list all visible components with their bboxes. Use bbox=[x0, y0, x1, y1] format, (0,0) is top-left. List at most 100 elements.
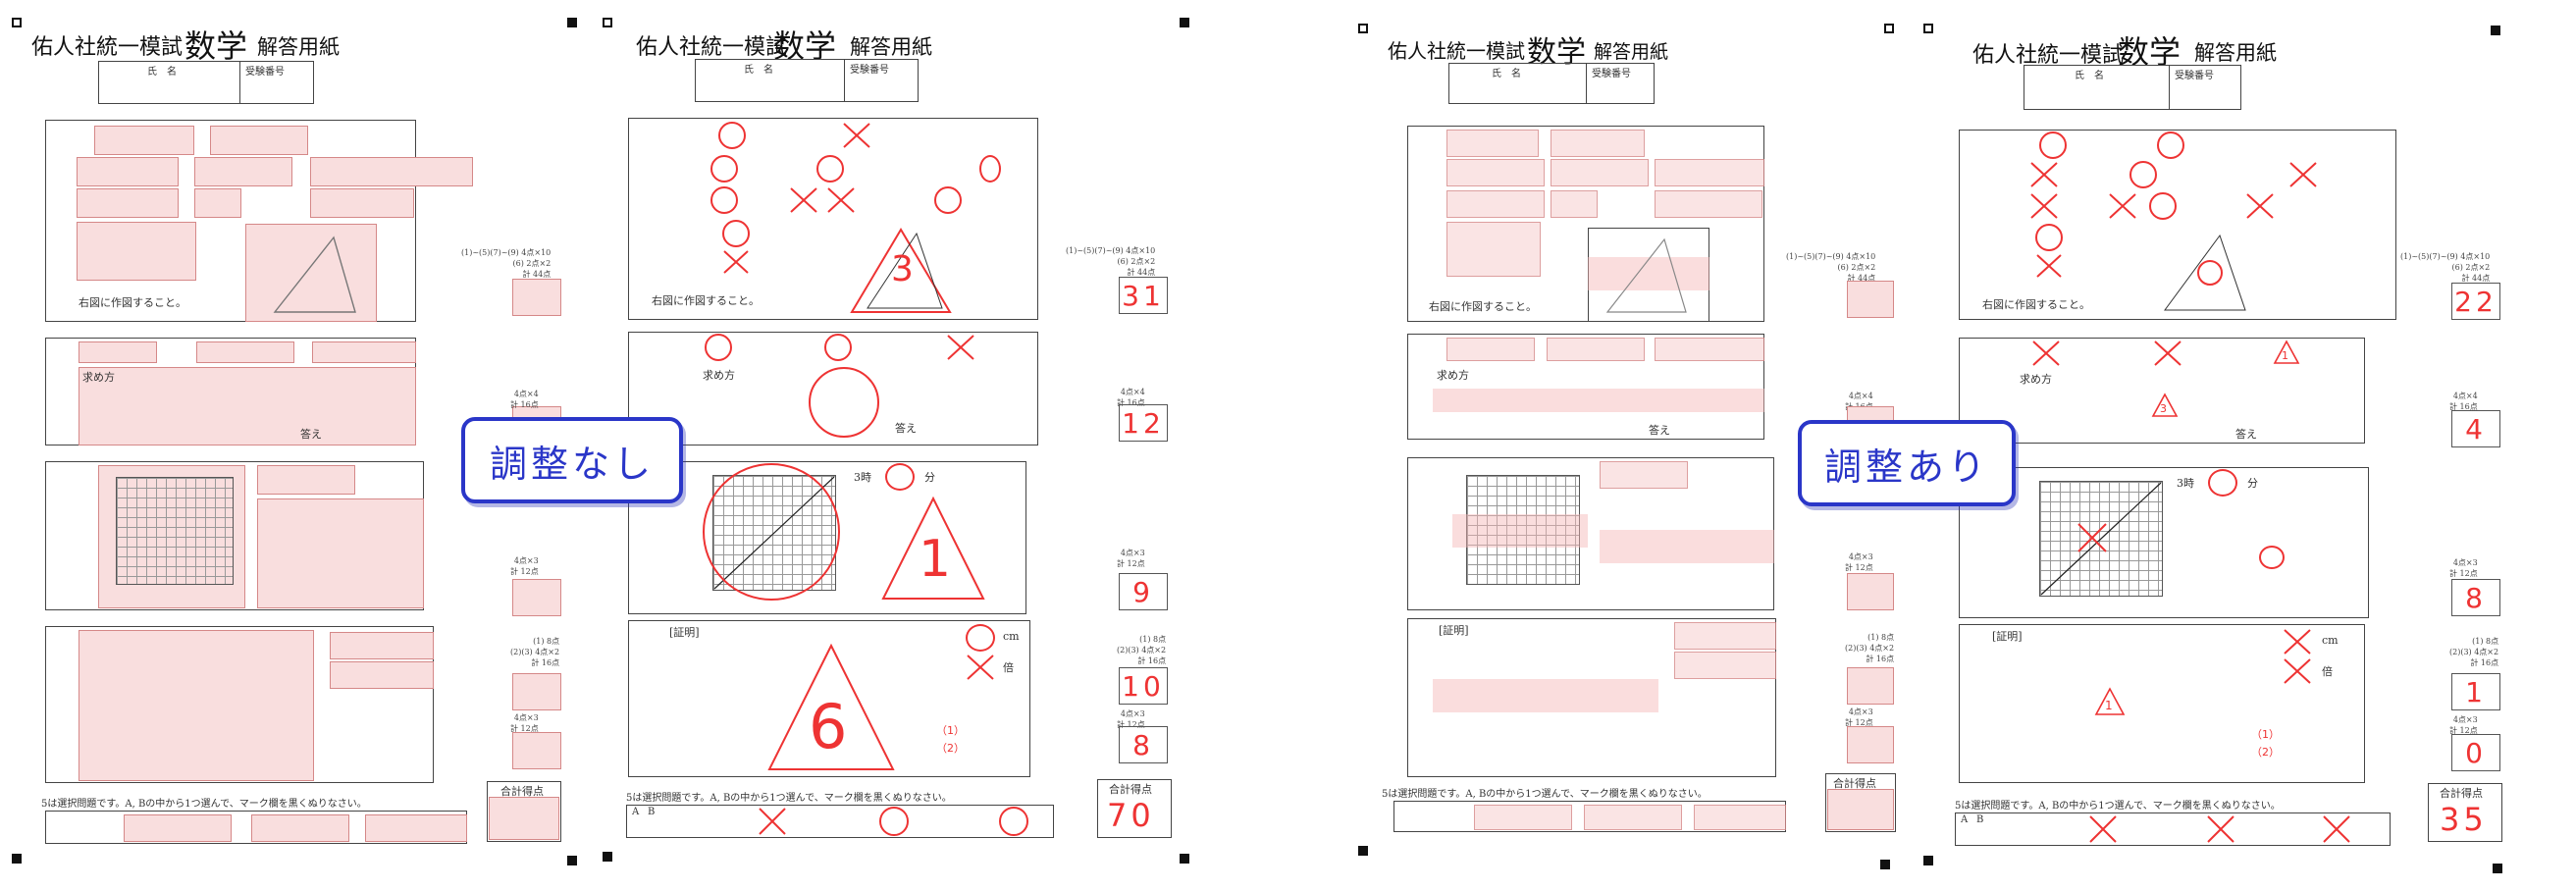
sheet-title: 解答用紙 bbox=[1594, 41, 1669, 63]
choice-a-label[interactable]: A bbox=[632, 807, 640, 817]
q5-score: 8 bbox=[1119, 726, 1168, 763]
choice-a-label[interactable]: A bbox=[1961, 814, 1969, 825]
total-label: 合計得点 bbox=[2440, 787, 2483, 800]
subject-title: 数学 bbox=[184, 27, 248, 65]
q5-frame bbox=[1955, 812, 2391, 846]
total-box bbox=[1825, 773, 1896, 832]
total-score: 35 bbox=[2440, 801, 2488, 838]
q5-region bbox=[1474, 805, 1572, 830]
q3-triangle-score: 1 bbox=[919, 530, 952, 589]
q3-time-label: 3時 bbox=[2177, 477, 2194, 490]
q5-region bbox=[124, 814, 232, 842]
q3-graph-grid bbox=[116, 477, 234, 585]
q4-times-label: 倍 bbox=[2322, 665, 2333, 678]
q3-graph-line bbox=[2040, 482, 2162, 596]
q1-region bbox=[77, 188, 179, 218]
q3-points-note: 4点×3 計 12点 bbox=[2449, 558, 2478, 578]
q1-frame bbox=[1959, 130, 2396, 320]
q1-score: 22 bbox=[2451, 283, 2500, 320]
correct-mark bbox=[710, 155, 738, 183]
name-label: 氏 名 bbox=[2075, 71, 2104, 81]
q2-region bbox=[1547, 338, 1645, 361]
q4-score-region bbox=[512, 673, 561, 710]
q1-points-note: (1)~(5)(7)~(9) 4点×10 (6) 2点×2 計 44点 bbox=[1066, 246, 1156, 277]
q2-frame bbox=[1959, 338, 2365, 444]
wrong-mark bbox=[827, 187, 855, 213]
q4-proof-label: [証明] bbox=[1992, 630, 2023, 643]
exam-number-label: 受験番号 bbox=[850, 65, 889, 76]
q3-frame bbox=[1959, 467, 2369, 618]
q1-region bbox=[310, 188, 414, 218]
correct-mark bbox=[2129, 161, 2157, 188]
exam-number-label: 受験番号 bbox=[1592, 69, 1631, 79]
q2-region bbox=[312, 341, 416, 363]
correct-mark bbox=[2035, 224, 2063, 251]
q4-sub-two: （2） bbox=[2251, 746, 2280, 759]
q1-region bbox=[1655, 190, 1762, 218]
q3-points-note: 4点×3 計 12点 bbox=[1117, 549, 1145, 568]
registration-mark bbox=[1923, 856, 1933, 865]
correct-mark bbox=[879, 807, 909, 836]
wrong-mark bbox=[723, 250, 749, 274]
q2-method-label: 求め方 bbox=[82, 371, 115, 384]
correct-mark bbox=[2039, 131, 2067, 159]
wrong-mark bbox=[2323, 815, 2350, 843]
triangle-figure bbox=[1605, 237, 1687, 313]
wrong-mark bbox=[2036, 254, 2062, 278]
region-template-sheet: 佑人社統一模試 数学 解答用紙 氏 名 受験番号 右図に作図すること。 (1)~… bbox=[0, 0, 589, 891]
q5-region bbox=[365, 814, 467, 842]
q4-cm-label: cm bbox=[2322, 634, 2339, 647]
q1-frame bbox=[628, 118, 1038, 320]
name-label: 氏 名 bbox=[744, 65, 773, 76]
choice-b-label[interactable]: B bbox=[1976, 814, 1984, 825]
name-label: 氏 名 bbox=[147, 67, 177, 78]
exam-number-label: 受験番号 bbox=[2175, 71, 2214, 81]
correct-mark bbox=[705, 334, 732, 361]
q2-answer-label: 答え bbox=[2235, 428, 2257, 441]
registration-mark bbox=[1180, 18, 1189, 27]
q2-method-mark bbox=[809, 367, 879, 438]
wrong-mark bbox=[2207, 815, 2234, 843]
q4-region bbox=[1674, 622, 1776, 650]
q3-region bbox=[257, 465, 355, 495]
badge-adjusted: 調整あり bbox=[1798, 420, 2016, 506]
q1-region bbox=[1551, 190, 1598, 218]
correct-mark bbox=[934, 186, 962, 214]
q1-points-note: (1)~(5)(7)~(9) 4点×10 (6) 2点×2 計 44点 bbox=[2400, 252, 2491, 283]
q4-triangle-score: 1 bbox=[2105, 699, 2113, 712]
q2-points-note: 4点×4 計 16点 bbox=[2449, 392, 2478, 411]
subject-title: 数学 bbox=[2118, 33, 2182, 71]
scored-sheet-no-adjustment: 佑人社統一模試 数学 解答用紙 氏 名 受験番号 右図に作図すること。 3 (1… bbox=[597, 0, 1205, 891]
scored-sheet-adjusted: 佑人社統一模試 数学 解答用紙 氏 名 受験番号 右図に作図すること。 (1)~… bbox=[1921, 0, 2559, 891]
q1-region bbox=[1655, 159, 1764, 186]
total-box bbox=[2428, 783, 2502, 842]
q1-points-note: (1)~(5)(7)~(9) 4点×10 (6) 2点×2 計 44点 bbox=[1786, 252, 1876, 283]
q1-region bbox=[194, 188, 241, 218]
q1-region bbox=[1446, 130, 1539, 157]
correct-mark bbox=[816, 155, 844, 183]
q2-region bbox=[1446, 338, 1535, 361]
correct-mark bbox=[710, 186, 738, 214]
q4-triangle-mark bbox=[2094, 687, 2126, 715]
q3-score: 9 bbox=[1119, 573, 1168, 610]
total-score: 70 bbox=[1107, 797, 1155, 834]
q1-figure-band bbox=[1588, 257, 1709, 290]
school-name: 佑人社統一模試 bbox=[1972, 43, 2125, 68]
q4-proof-label: [証明] bbox=[669, 626, 700, 639]
q2-method-region bbox=[79, 367, 416, 446]
q2-score: 4 bbox=[2451, 410, 2500, 447]
wrong-mark bbox=[2246, 193, 2274, 219]
exam-number-box bbox=[2169, 65, 2241, 110]
q3-points-note: 4点×3 計 12点 bbox=[510, 556, 539, 576]
q2-answer-label: 答え bbox=[1649, 424, 1670, 437]
registration-mark bbox=[603, 18, 612, 27]
correct-mark bbox=[2208, 469, 2237, 497]
choice-b-label[interactable]: B bbox=[648, 807, 656, 817]
q4-frame bbox=[45, 626, 434, 783]
q4-proof-label: [証明] bbox=[1439, 624, 1469, 637]
q1-region bbox=[1446, 222, 1541, 277]
q4-triangle-score: 6 bbox=[809, 691, 848, 762]
sheet-title: 解答用紙 bbox=[257, 35, 340, 59]
q2-triangle-score-a: 1 bbox=[2282, 349, 2288, 362]
partial-mark bbox=[979, 155, 1001, 183]
